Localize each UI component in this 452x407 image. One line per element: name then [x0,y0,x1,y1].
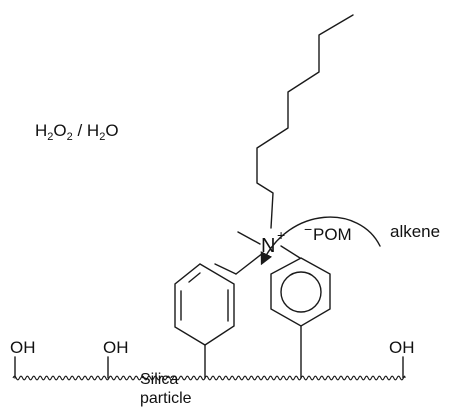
anion-charge: − [304,221,312,237]
methyl-bond-left [237,231,261,245]
benzyl-bond-lower [214,263,237,275]
phenyl-aromatic-circle [280,271,322,313]
silica-surface [12,375,406,381]
reagent-label: H2O2 / H2O [35,121,119,143]
support-label-line1: Silica [140,371,178,388]
benzyl-ring [174,263,235,346]
benzyl-double-bond-3 [188,272,201,283]
octyl-chain [256,14,354,229]
support-label-line2: particle [140,390,192,407]
methyl-bond-right [280,245,301,259]
substrate-label: alkene [390,222,440,241]
hydroxyl-label-1: OH [10,338,36,357]
nitrogen-charge: + [277,227,285,243]
hydroxyl-label-2: OH [103,338,129,357]
benzyl-bond-upper [235,252,264,275]
anion-label: POM [313,225,352,244]
substrate-arrow [260,216,381,266]
hydroxyl-label-3: OH [389,338,415,357]
